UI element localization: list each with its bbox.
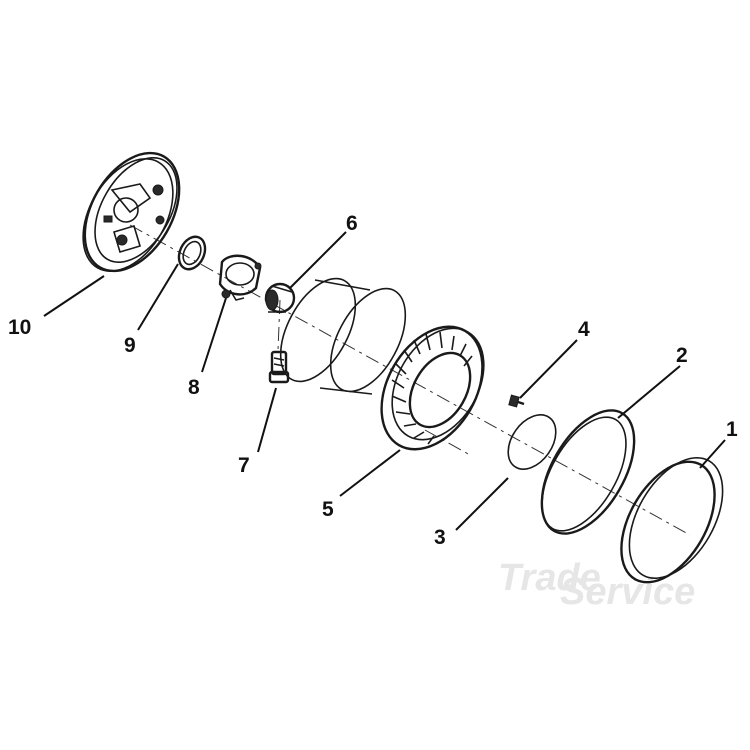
part-8-stop-clip: [218, 254, 262, 301]
part-1-cover-ring: [620, 456, 724, 584]
leader-line-9: [137, 263, 179, 331]
leader-line-5: [339, 449, 401, 497]
callout-3: 3: [434, 526, 446, 549]
part-4-screw: [508, 394, 525, 408]
callout-8: 8: [188, 376, 200, 399]
part-6-nut: [264, 282, 296, 314]
leader-line-4: [519, 339, 578, 399]
leader-line-1: [699, 439, 726, 469]
part-3-gasket: [507, 414, 557, 470]
part-10-back-plate: [82, 151, 181, 273]
leader-line-2: [617, 365, 681, 419]
callout-6: 6: [346, 212, 358, 235]
part-2-ring: [540, 409, 636, 535]
watermark-line-1: Trade: [498, 557, 601, 599]
leader-line-3: [455, 477, 509, 531]
watermark-line-2: Service: [560, 571, 695, 613]
callout-7: 7: [238, 454, 250, 477]
lower-axis-line: [424, 429, 471, 456]
callout-1: 1: [726, 418, 738, 441]
leader-line-6: [289, 231, 347, 289]
part-9-o-ring: [177, 235, 207, 271]
callout-4: 4: [578, 318, 590, 341]
part-7-screw: [268, 350, 290, 384]
tradeservice-watermark: Trade Service: [498, 557, 695, 613]
part-5-escutcheon: [380, 325, 485, 451]
callout-5: 5: [322, 498, 334, 521]
leader-line-7: [257, 387, 277, 453]
sleeve-cylinder: [279, 277, 407, 395]
callout-9: 9: [124, 334, 136, 357]
screw-axis-line: [277, 299, 281, 351]
callout-10: 10: [8, 316, 31, 339]
center-axis-line: [129, 224, 691, 536]
callout-2: 2: [676, 344, 688, 367]
leader-line-10: [43, 275, 105, 317]
leader-line-8: [201, 297, 227, 373]
